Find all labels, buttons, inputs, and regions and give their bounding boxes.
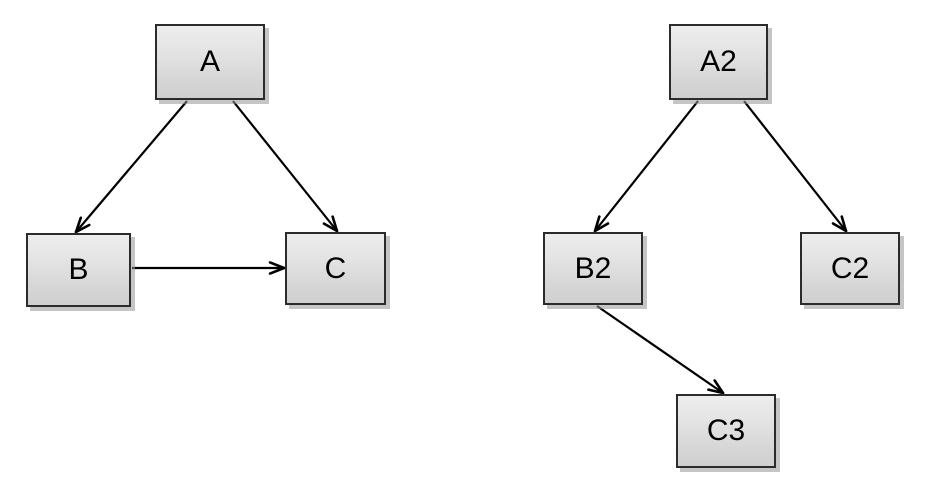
edge-a-to-c — [232, 100, 339, 233]
node-b[interactable]: B — [26, 233, 131, 307]
node-label: A — [199, 45, 220, 78]
node-label: B — [68, 253, 89, 286]
node-label: C — [324, 251, 347, 285]
node-c[interactable]: C — [285, 232, 386, 305]
edge-b-to-c — [132, 261, 286, 275]
node-a[interactable]: A — [155, 24, 265, 100]
edge-b2-to-c3 — [596, 305, 725, 395]
node-label: C2 — [830, 251, 870, 285]
edge-a-to-b — [74, 100, 188, 234]
node-label: A2 — [700, 45, 737, 78]
node-a2[interactable]: A2 — [669, 24, 768, 100]
node-label: C3 — [706, 414, 746, 447]
node-label: B2 — [574, 251, 612, 285]
node-c2[interactable]: C2 — [800, 232, 900, 305]
edge-a2-to-b2 — [593, 100, 699, 233]
edge-a2-to-c2 — [743, 100, 848, 233]
node-c3[interactable]: C3 — [676, 394, 776, 468]
node-b2[interactable]: B2 — [543, 232, 643, 305]
